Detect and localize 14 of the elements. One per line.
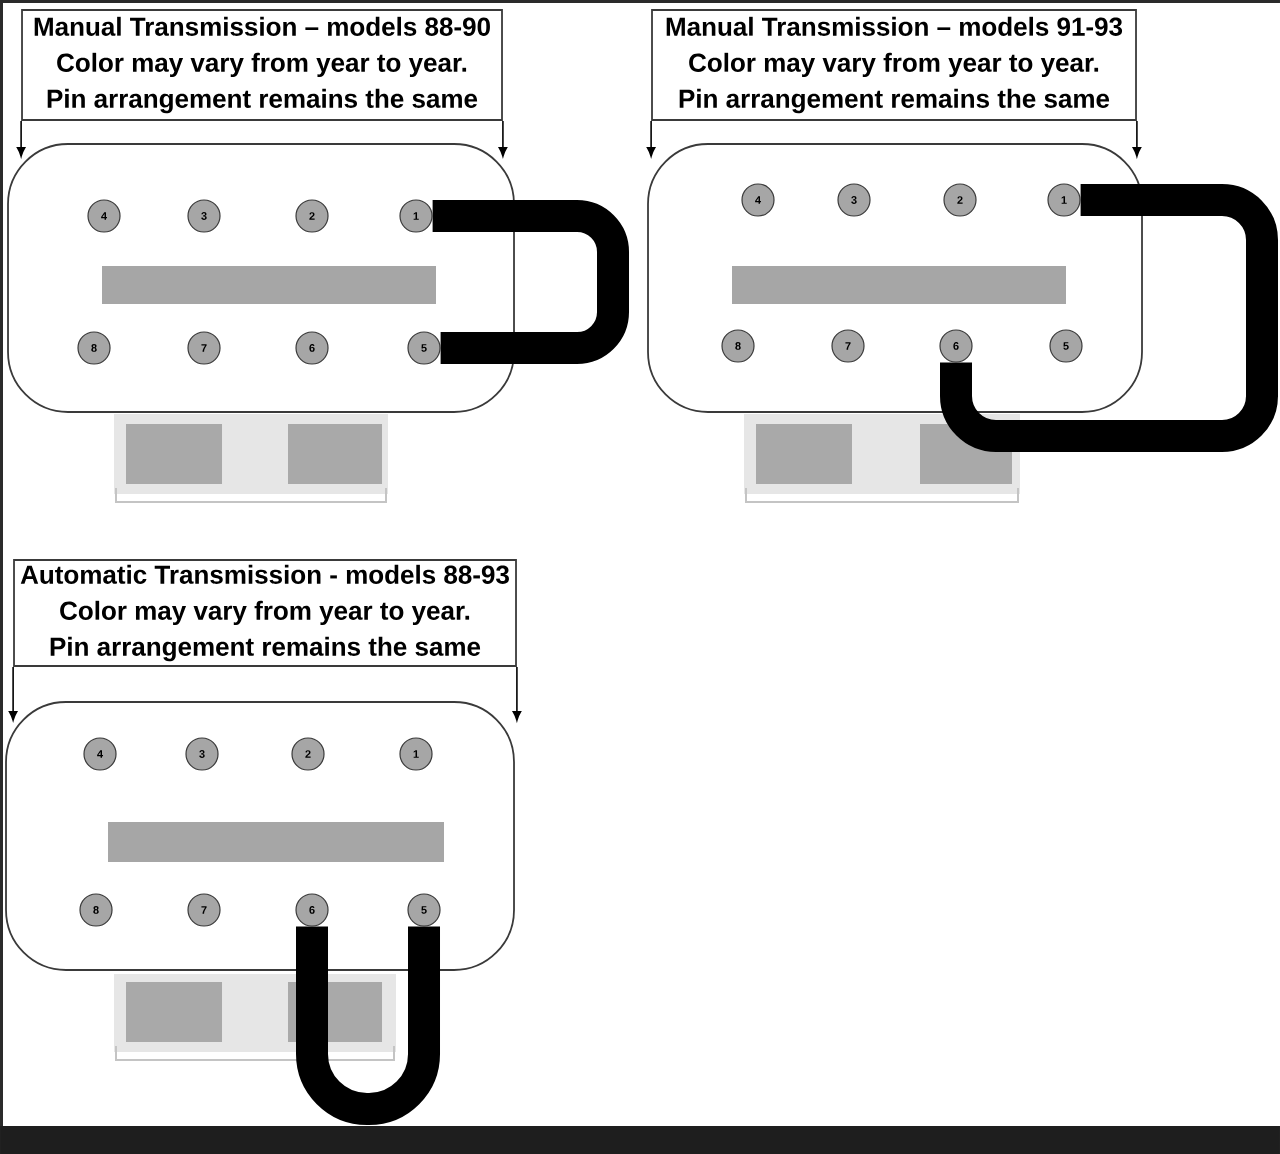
label-strip [108, 822, 444, 862]
title-box: Automatic Transmission - models 88-93 Color may vary from year to year. Pin arrangement remains the same [13, 559, 517, 667]
title-box: Manual Transmission – models 91-93 Color may vary from year to year. Pin arrangement remains the same [651, 9, 1137, 121]
title-box: Manual Transmission – models 88-90 Color may vary from year to year. Pin arrangement remains the same [21, 9, 503, 121]
arrow [646, 120, 656, 157]
label-strip [732, 266, 1066, 304]
arrow [498, 120, 508, 157]
jumper-wire [432, 200, 629, 364]
label-strip [102, 266, 436, 304]
arrow [1132, 120, 1142, 157]
arrow [16, 120, 26, 157]
arrow [512, 666, 522, 721]
arrow [8, 666, 18, 721]
jumper-wire [296, 926, 440, 1125]
